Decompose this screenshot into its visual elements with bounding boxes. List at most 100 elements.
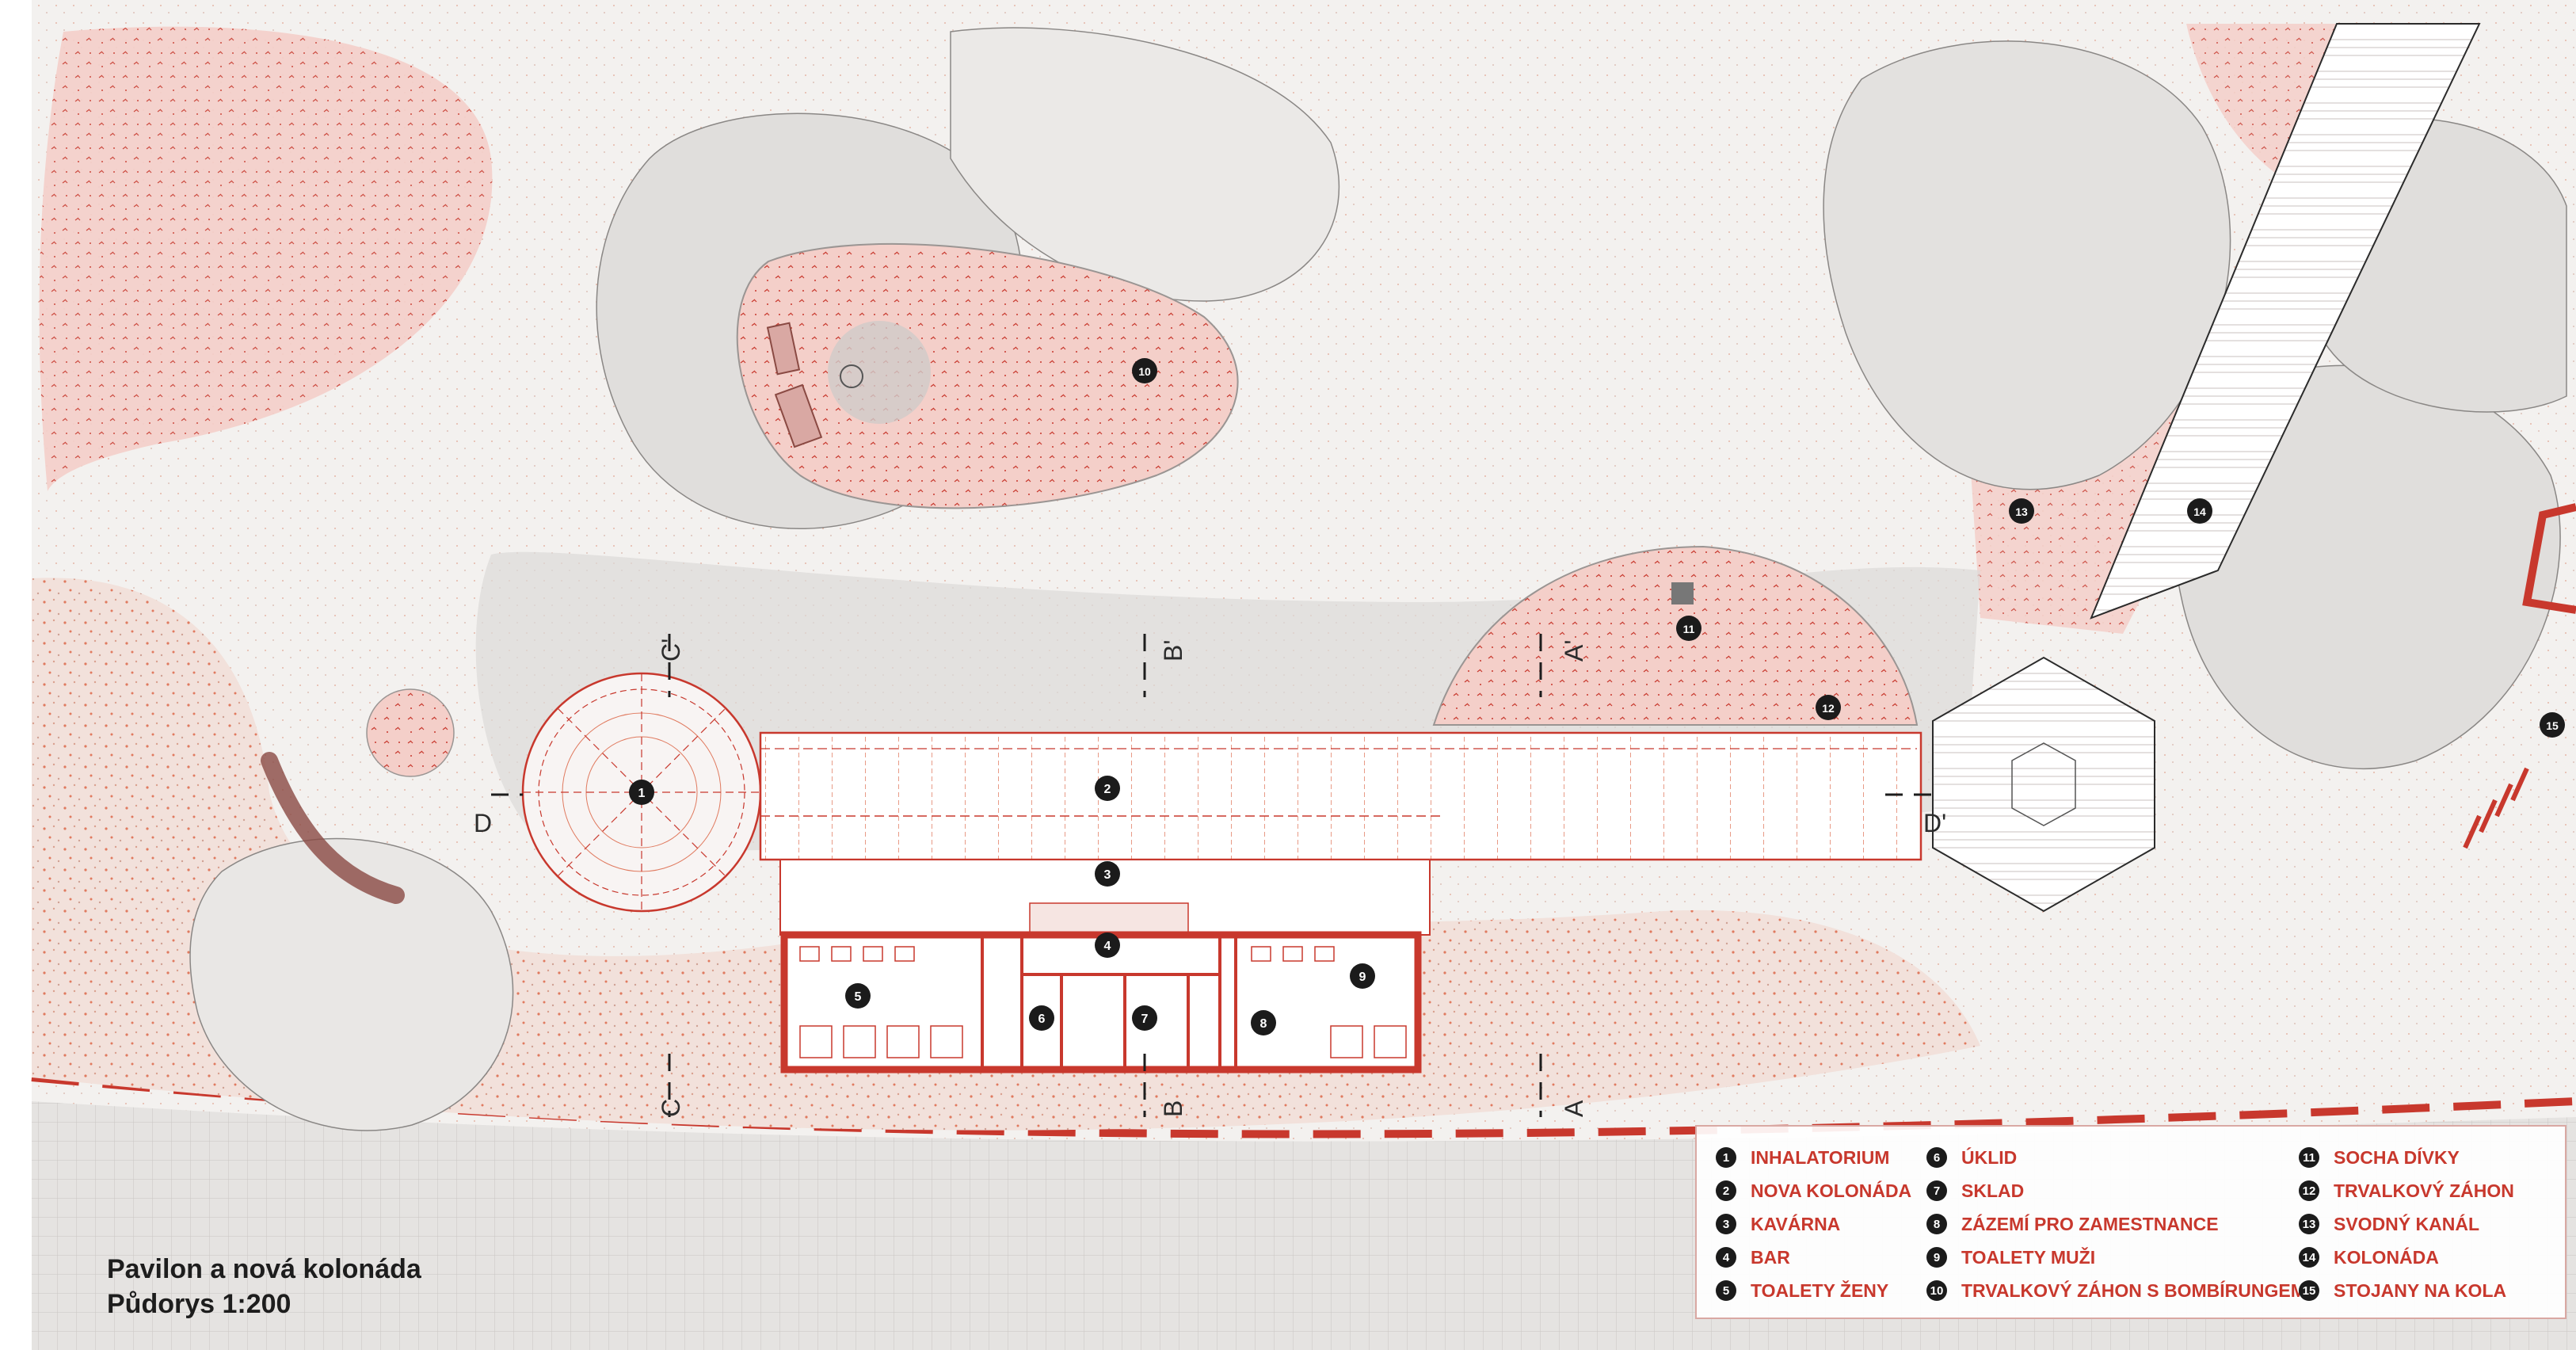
svg-text:10: 10: [1138, 365, 1151, 378]
legend-label: TOALETY ŽENY: [1751, 1279, 1889, 1301]
svg-text:12: 12: [1822, 702, 1835, 715]
marker-8: 8: [1251, 1010, 1276, 1035]
marker-13: 13: [2009, 498, 2034, 524]
drawing-scale: Půdorys 1:200: [107, 1289, 292, 1319]
svg-text:14: 14: [2193, 505, 2206, 518]
legend-number: 8: [1926, 1214, 1947, 1234]
legend-item: 7 SKLAD: [1926, 1174, 2306, 1207]
svg-text:9: 9: [1359, 971, 1366, 984]
legend-label: SOCHA DÍVKY: [2334, 1146, 2460, 1168]
left-margin: [0, 0, 32, 1350]
legend-number: 2: [1716, 1180, 1736, 1201]
legend-item: 5 TOALETY ŽENY: [1716, 1274, 1911, 1307]
legend-number: 5: [1716, 1280, 1736, 1301]
section-lines: [491, 634, 1933, 1117]
interior-walls: [981, 935, 1237, 1070]
svg-text:3: 3: [1104, 868, 1111, 882]
fountain-jet: [840, 364, 863, 388]
svg-text:8: 8: [1260, 1017, 1267, 1031]
pink-bed-10: [736, 243, 1239, 509]
legend-number: 4: [1716, 1247, 1736, 1268]
legend-item: 6 ÚKLID: [1926, 1141, 2306, 1174]
legend-label: TOALETY MUŽI: [1961, 1246, 2096, 1268]
marker-12: 12: [1816, 695, 1841, 720]
legend-label: ZÁZEMÍ PRO ZAMESTNANCE: [1961, 1213, 2219, 1234]
svg-text:7: 7: [1141, 1013, 1149, 1026]
marker-3: 3: [1095, 861, 1120, 887]
marker-1: 1: [629, 780, 654, 805]
section-label-a-top: A': [1560, 640, 1588, 662]
gravel-flowerbed-south: [32, 578, 1980, 1131]
svg-text:2: 2: [1104, 783, 1111, 796]
legend-item: 8 ZÁZEMÍ PRO ZAMESTNANCE: [1926, 1207, 2306, 1241]
marker-14: 14: [2187, 498, 2212, 524]
legend-number: 3: [1716, 1214, 1736, 1234]
marker-7: 7: [1132, 1005, 1157, 1031]
legend-label: BAR: [1751, 1246, 1790, 1268]
section-label-a-bottom: A: [1560, 1100, 1588, 1117]
svg-text:6: 6: [1038, 1013, 1046, 1026]
fountain-bowl: [828, 321, 931, 424]
marker-4: 4: [1095, 932, 1120, 958]
diagonal-colonnade: [2090, 23, 2481, 620]
curved-bench: [261, 752, 405, 904]
legend-label: NOVA KOLONÁDA: [1751, 1180, 1912, 1201]
sanitary-fixtures: [799, 946, 1407, 1058]
legend-item: 3 KAVÁRNA: [1716, 1207, 1911, 1241]
svg-text:13: 13: [2015, 505, 2028, 518]
legend-label: STOJANY NA KOLA: [2334, 1279, 2507, 1301]
marker-9: 9: [1350, 963, 1375, 989]
svg-text:5: 5: [855, 990, 862, 1004]
legend-number: 6: [1926, 1147, 1947, 1168]
legend-number: 7: [1926, 1180, 1947, 1201]
legend-number: 15: [2299, 1280, 2319, 1301]
section-label-b-top: B': [1159, 640, 1187, 662]
legend-item: 12 TRVALKOVÝ ZÁHON: [2299, 1174, 2514, 1207]
legend-number: 14: [2299, 1247, 2319, 1268]
bench: [774, 383, 823, 448]
marker-6: 6: [1029, 1005, 1054, 1031]
section-label-b-bottom: B: [1159, 1100, 1187, 1117]
drawing-title: Pavilon a nová kolonáda: [107, 1254, 421, 1284]
legend-label: TRVALKOVÝ ZÁHON S BOMBÍRUNGEM: [1961, 1279, 2306, 1301]
bar-counter: [1029, 902, 1189, 936]
bike-stands: [2463, 767, 2529, 849]
legend-number: 10: [1926, 1280, 1947, 1301]
legend-label: TRVALKOVÝ ZÁHON: [2334, 1180, 2514, 1201]
section-label-c-bottom: C: [657, 1099, 685, 1117]
legend-item: 13 SVODNÝ KANÁL: [2299, 1207, 2514, 1241]
round-bed: [366, 688, 455, 777]
legend-item: 2 NOVA KOLONÁDA: [1716, 1174, 1911, 1207]
legend-item: 10 TRVALKOVÝ ZÁHON S BOMBÍRUNGEM: [1926, 1274, 2306, 1307]
statue-plinth: [1671, 582, 1694, 604]
legend-item: 4 BAR: [1716, 1241, 1911, 1274]
drawing-title-block: Pavilon a nová kolonáda Půdorys 1:200: [107, 1252, 421, 1321]
bike-stand-frame: [2522, 503, 2576, 614]
legend-label: KAVÁRNA: [1751, 1213, 1841, 1234]
svg-text:1: 1: [638, 787, 646, 800]
legend-label: SKLAD: [1961, 1180, 2025, 1201]
legend-item: 15 STOJANY NA KOLA: [2299, 1274, 2514, 1307]
svg-text:4: 4: [1104, 940, 1111, 953]
marker-15: 15: [2540, 712, 2565, 738]
marker-11: 11: [1676, 616, 1701, 641]
svg-text:15: 15: [2546, 719, 2559, 732]
section-label-c-top: C': [657, 639, 685, 662]
new-colonnade: [759, 731, 1922, 861]
pink-bed-12: [1432, 545, 1919, 726]
legend-number: 13: [2299, 1214, 2319, 1234]
legend-number: 1: [1716, 1147, 1736, 1168]
legend-number: 12: [2299, 1180, 2319, 1201]
legend-label: ÚKLID: [1961, 1146, 2018, 1168]
legend-label: SVODNÝ KANÁL: [2334, 1213, 2480, 1234]
